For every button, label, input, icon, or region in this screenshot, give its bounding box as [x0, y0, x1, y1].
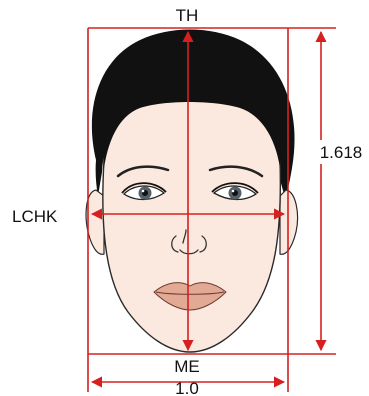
- label-me: ME: [174, 357, 200, 376]
- label-lchk: LCHK: [12, 207, 58, 226]
- label-width: 1.0: [175, 379, 199, 396]
- label-ratio: 1.618: [320, 143, 363, 162]
- face-skin: [103, 96, 281, 352]
- face-illustration: [86, 30, 297, 353]
- label-th: TH: [176, 6, 199, 25]
